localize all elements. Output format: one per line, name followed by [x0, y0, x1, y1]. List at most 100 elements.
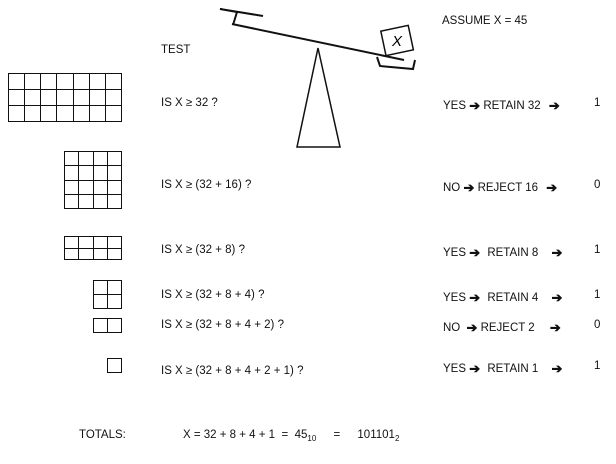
- grid-cell: [94, 295, 108, 309]
- grid-cell: [108, 295, 122, 309]
- grid-cell: [94, 319, 108, 333]
- grid-cell: [107, 180, 122, 195]
- weight-grid-16: [64, 151, 122, 209]
- grid-cell: [107, 237, 122, 249]
- grid-cell: [93, 248, 108, 260]
- grid-cell: [107, 152, 122, 167]
- grid-cell: [94, 281, 108, 295]
- grid-cell: [93, 180, 108, 195]
- test-label: TEST: [161, 44, 191, 56]
- question-row-3: IS X ≥ (32 + 8) ?: [161, 244, 245, 256]
- grid-cell: [93, 166, 108, 181]
- totals-sum: X = 32 + 8 + 4 + 1 = 45: [183, 429, 308, 441]
- grid-cell: [73, 106, 90, 122]
- totals-equals: =: [333, 429, 341, 441]
- assume-label: ASSUME X = 45: [442, 15, 528, 27]
- answer-action: RETAIN 8: [487, 247, 539, 259]
- arrow-right-icon: ➔: [469, 98, 481, 113]
- answer-value: NO: [443, 322, 461, 334]
- scale-fulcrum: [296, 47, 341, 148]
- question-row-1: IS X ≥ 32 ?: [161, 97, 218, 109]
- arrow-right-icon: ➔: [551, 245, 563, 260]
- scale-left-pan: [219, 8, 264, 26]
- decimal-base: 10: [307, 434, 317, 443]
- scale-right-pan: [376, 56, 416, 71]
- grid-cell: [65, 166, 80, 181]
- totals-label: TOTALS:: [79, 429, 126, 441]
- answer-value: YES: [443, 100, 467, 112]
- grid-cell: [108, 359, 122, 373]
- grid-cell: [25, 74, 42, 90]
- grid-cell: [57, 90, 74, 106]
- answer-action: REJECT 2: [480, 322, 535, 334]
- grid-cell: [57, 106, 74, 122]
- grid-cell: [107, 248, 122, 260]
- bit-row-5: 0: [594, 319, 601, 331]
- grid-cell: [65, 152, 80, 167]
- answer-row-5: NO ➔ REJECT 2 ➔: [443, 320, 561, 335]
- grid-cell: [105, 74, 122, 90]
- weight-grid-2: [93, 318, 122, 333]
- grid-cell: [41, 106, 58, 122]
- answer-value: YES: [443, 247, 467, 259]
- grid-cell: [107, 194, 122, 209]
- answer-action: RETAIN 32: [483, 100, 541, 112]
- arrow-right-icon: ➔: [551, 290, 563, 305]
- grid-cell: [57, 74, 74, 90]
- grid-cell: [25, 106, 42, 122]
- grid-cell: [41, 74, 58, 90]
- arrow-right-icon: ➔: [469, 245, 481, 260]
- arrow-right-icon: ➔: [549, 320, 561, 335]
- question-row-2: IS X ≥ (32 + 16) ?: [161, 179, 252, 191]
- weight-grid-1: [107, 358, 122, 373]
- arrow-right-icon: ➔: [469, 361, 481, 376]
- grid-cell: [9, 90, 26, 106]
- grid-cell: [79, 237, 94, 249]
- bit-row-2: 0: [594, 179, 601, 191]
- answer-value: YES: [443, 292, 467, 304]
- question-row-5: IS X ≥ (32 + 8 + 4 + 2) ?: [161, 319, 284, 331]
- grid-cell: [79, 180, 94, 195]
- answer-action: RETAIN 1: [487, 363, 539, 375]
- grid-cell: [79, 248, 94, 260]
- grid-cell: [79, 166, 94, 181]
- grid-cell: [25, 90, 42, 106]
- grid-cell: [79, 194, 94, 209]
- grid-cell: [89, 106, 106, 122]
- scale-beam: [231, 23, 405, 61]
- grid-cell: [65, 248, 80, 260]
- binary-base: 2: [394, 434, 400, 443]
- grid-cell: [89, 90, 106, 106]
- answer-row-6: YES ➔ RETAIN 1 ➔: [443, 361, 562, 376]
- grid-cell: [93, 194, 108, 209]
- answer-value: YES: [443, 363, 467, 375]
- grid-cell: [73, 90, 90, 106]
- bit-row-6: 1: [594, 360, 601, 372]
- balance-scale-icon: X: [219, 8, 416, 148]
- weight-grid-32: [8, 73, 122, 122]
- answer-row-4: YES ➔ RETAIN 4 ➔: [443, 290, 562, 305]
- answer-row-3: YES ➔ RETAIN 8 ➔: [443, 245, 562, 260]
- arrow-right-icon: ➔: [548, 98, 560, 113]
- arrow-right-icon: ➔: [546, 180, 558, 195]
- grid-cell: [41, 90, 58, 106]
- answer-row-1: YES ➔ RETAIN 32 ➔: [443, 98, 560, 113]
- answer-row-2: NO ➔ REJECT 16 ➔: [443, 180, 557, 195]
- answer-value: NO: [443, 182, 461, 194]
- grid-cell: [108, 319, 122, 333]
- answer-action: REJECT 16: [477, 182, 539, 194]
- grid-cell: [108, 281, 122, 295]
- grid-cell: [65, 237, 80, 249]
- weight-grid-4: [93, 280, 122, 309]
- grid-cell: [93, 152, 108, 167]
- arrow-right-icon: ➔: [463, 180, 475, 195]
- weight-box: [379, 24, 415, 57]
- arrow-right-icon: ➔: [551, 361, 563, 376]
- question-row-6: IS X ≥ (32 + 8 + 4 + 2 + 1) ?: [161, 365, 304, 377]
- totals-equation: X = 32 + 8 + 4 + 1 = 4510 = 1011012: [183, 429, 400, 443]
- arrow-right-icon: ➔: [466, 320, 478, 335]
- grid-cell: [79, 152, 94, 167]
- grid-cell: [107, 166, 122, 181]
- totals-binary: 101101: [357, 429, 395, 441]
- grid-cell: [9, 74, 26, 90]
